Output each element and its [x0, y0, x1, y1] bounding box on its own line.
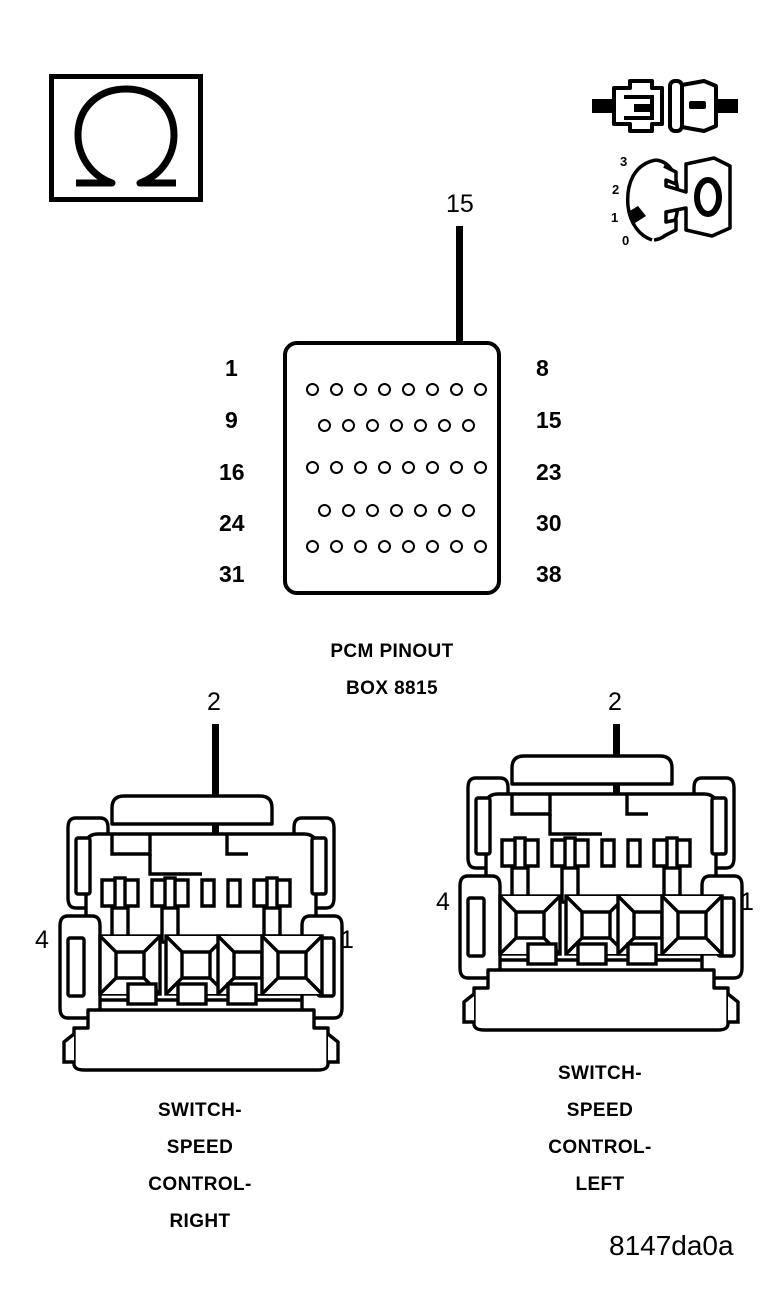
pcm-pin [342, 419, 355, 432]
pcm-pin [354, 540, 367, 553]
ohmmeter-symbol-box [49, 74, 203, 202]
pcm-pin [306, 461, 319, 474]
ignition-position-2: 2 [612, 182, 620, 197]
right-switch-caption-line-3: CONTROL- [148, 1174, 252, 1195]
pcm-pin [474, 461, 487, 474]
pcm-left-label-24: 24 [219, 510, 245, 536]
pcm-pin [306, 540, 319, 553]
switch-speed-control-right-connector [58, 778, 344, 1072]
right-switch-caption-line-4: RIGHT [169, 1211, 231, 1232]
right-switch-caption-line-1: SWITCH- [157, 1100, 243, 1121]
pcm-pin [306, 383, 319, 396]
pcm-right-label-15: 15 [536, 407, 562, 433]
pcm-title-line-1: PCM PINOUT [330, 641, 454, 662]
pcm-callout-arrow-shaft [456, 226, 463, 412]
pcm-left-label-1: 1 [225, 355, 238, 381]
pcm-pin [426, 461, 439, 474]
switch-speed-control-left-connector [458, 738, 744, 1032]
pcm-pin [366, 504, 379, 517]
pcm-pin [450, 540, 463, 553]
left-switch-callout-label: 2 [608, 688, 622, 716]
pcm-pin [414, 419, 427, 432]
right-switch-caption-line-2: SPEED [166, 1137, 234, 1158]
right-switch-terminal-label-4: 4 [35, 926, 49, 954]
pcm-pin [438, 504, 451, 517]
right-switch-terminal-label-1: 1 [340, 926, 354, 954]
pcm-pin [318, 504, 331, 517]
pcm-pin [390, 504, 403, 517]
left-switch-caption-line-2: SPEED [566, 1100, 634, 1121]
pcm-left-label-31: 31 [219, 561, 245, 587]
pcm-pin [402, 383, 415, 396]
pcm-right-label-38: 38 [536, 561, 562, 587]
pcm-pin [354, 461, 367, 474]
pcm-pin [330, 383, 343, 396]
pcm-pin [474, 540, 487, 553]
left-switch-caption-line-4: LEFT [575, 1174, 625, 1195]
pcm-pin [354, 383, 367, 396]
ignition-position-1: 1 [611, 210, 619, 225]
pcm-title-line-2: BOX 8815 [346, 678, 438, 699]
ignition-position-0: 0 [622, 233, 630, 248]
pcm-pin [402, 461, 415, 474]
pcm-pin [462, 504, 475, 517]
pcm-pin [474, 383, 487, 396]
pcm-pin [402, 540, 415, 553]
pcm-pin-row-1 [306, 383, 487, 397]
pcm-pin-row-3 [306, 461, 487, 475]
left-switch-terminal-label-1: 1 [740, 888, 754, 916]
pcm-pin [426, 383, 439, 396]
left-switch-caption-line-1: SWITCH- [557, 1063, 643, 1084]
pcm-pin [426, 540, 439, 553]
pcm-right-label-23: 23 [536, 459, 562, 485]
connector-disconnect-symbol [592, 72, 740, 140]
pcm-pin-15-highlighted [462, 419, 475, 432]
pcm-pin [414, 504, 427, 517]
right-switch-callout-label: 2 [207, 688, 221, 716]
ignition-key-symbol [612, 150, 740, 250]
pcm-pin-row-4 [318, 504, 475, 518]
pcm-callout-label: 15 [446, 190, 474, 218]
pcm-pin [450, 383, 463, 396]
pcm-right-label-30: 30 [536, 510, 562, 536]
figure-code: 8147da0a [609, 1230, 734, 1261]
pcm-left-label-16: 16 [219, 459, 245, 485]
ohm-glyph-icon [74, 85, 178, 187]
pcm-pin [342, 504, 355, 517]
pcm-connector-body [283, 341, 501, 595]
pcm-pin [318, 419, 331, 432]
pcm-pin [438, 419, 451, 432]
pcm-left-label-9: 9 [225, 407, 238, 433]
left-switch-terminal-label-4: 4 [436, 888, 450, 916]
pcm-pin-row-5 [306, 540, 487, 554]
pcm-pin [450, 461, 463, 474]
pcm-pin [390, 419, 403, 432]
left-switch-caption-line-3: CONTROL- [548, 1137, 652, 1158]
pcm-pin [330, 461, 343, 474]
pcm-pin [330, 540, 343, 553]
ignition-position-3: 3 [620, 154, 628, 169]
pcm-pin [378, 461, 391, 474]
pcm-right-label-8: 8 [536, 355, 549, 381]
pcm-pin-row-2 [318, 419, 475, 433]
pcm-pin [378, 540, 391, 553]
pcm-pin [378, 383, 391, 396]
pcm-pin [366, 419, 379, 432]
